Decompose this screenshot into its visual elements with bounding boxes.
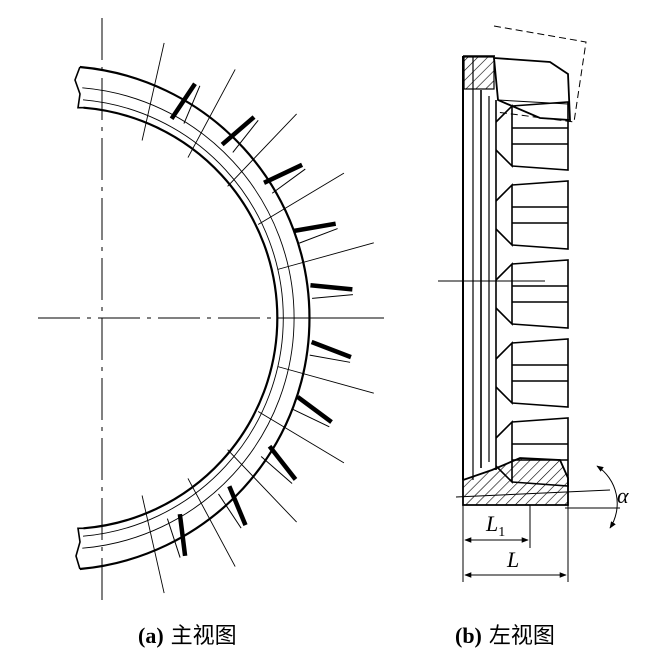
- side-view: L1 L α: [438, 25, 629, 582]
- front-view: [38, 18, 384, 600]
- upper-section-hatch: [463, 56, 495, 90]
- radial-mark: [187, 69, 236, 158]
- radial-mark: [141, 495, 165, 594]
- segment-divider: [177, 513, 188, 557]
- segment-divider-edge: [309, 354, 351, 363]
- segment-divider-edge: [218, 493, 242, 529]
- caption-a-tag: (a): [138, 623, 164, 648]
- segment-divider-edge: [292, 408, 330, 428]
- angle-label-alpha: α: [617, 483, 629, 508]
- segment-divider-edge: [183, 85, 201, 124]
- segment-divider: [220, 115, 256, 147]
- radial-mark: [227, 449, 297, 523]
- tooth-root: [495, 183, 513, 247]
- caption-b-tag: (b): [455, 623, 482, 648]
- segment-divider-edge: [232, 119, 259, 153]
- segment-divider-edge: [299, 228, 338, 244]
- segment-divider: [293, 221, 337, 234]
- base-section: [462, 457, 569, 506]
- segment-divider-edge: [271, 168, 306, 194]
- radial-mark: [227, 113, 297, 187]
- segment-divider-edge: [166, 518, 181, 558]
- tooth: [511, 101, 569, 171]
- segment-divider: [296, 395, 333, 424]
- caption-front-view: (a) 主视图: [138, 622, 237, 651]
- slope-reference-line: [455, 489, 611, 498]
- radial-mark: [187, 478, 236, 567]
- dimension-label-L: L: [506, 547, 519, 572]
- segment-divider-edge: [312, 294, 353, 299]
- caption-a-text: 主视图: [170, 624, 237, 649]
- tooth-root: [495, 262, 513, 326]
- segment-divider: [310, 339, 352, 360]
- tooth-root: [495, 104, 513, 168]
- segment-divider: [267, 444, 298, 481]
- segment-divider: [169, 82, 197, 121]
- radial-mark: [257, 172, 345, 225]
- dimension-label-L1: L1: [485, 511, 505, 540]
- tooth: [511, 259, 569, 329]
- tooth: [511, 338, 569, 408]
- radial-mark: [277, 366, 374, 394]
- segment-divider-edge: [260, 456, 293, 484]
- alpha-arc: [596, 465, 618, 529]
- caption-side-view: (b) 左视图: [455, 622, 555, 651]
- radial-mark: [257, 411, 345, 464]
- tooth: [511, 180, 569, 250]
- segment-divider: [310, 283, 353, 292]
- radial-center-marks: [141, 42, 384, 594]
- tooth-root: [495, 341, 513, 405]
- teeth-group: [495, 101, 569, 487]
- radial-mark: [141, 42, 165, 141]
- back-plate: [462, 55, 495, 480]
- caption-b-text: 左视图: [488, 624, 555, 649]
- segment-divider: [263, 162, 304, 185]
- radial-mark: [277, 242, 374, 270]
- phantom-tilted-tooth: [493, 25, 587, 123]
- upper-tooth: [493, 57, 571, 121]
- segment-dividers: [166, 82, 353, 558]
- segment-divider: [227, 485, 248, 527]
